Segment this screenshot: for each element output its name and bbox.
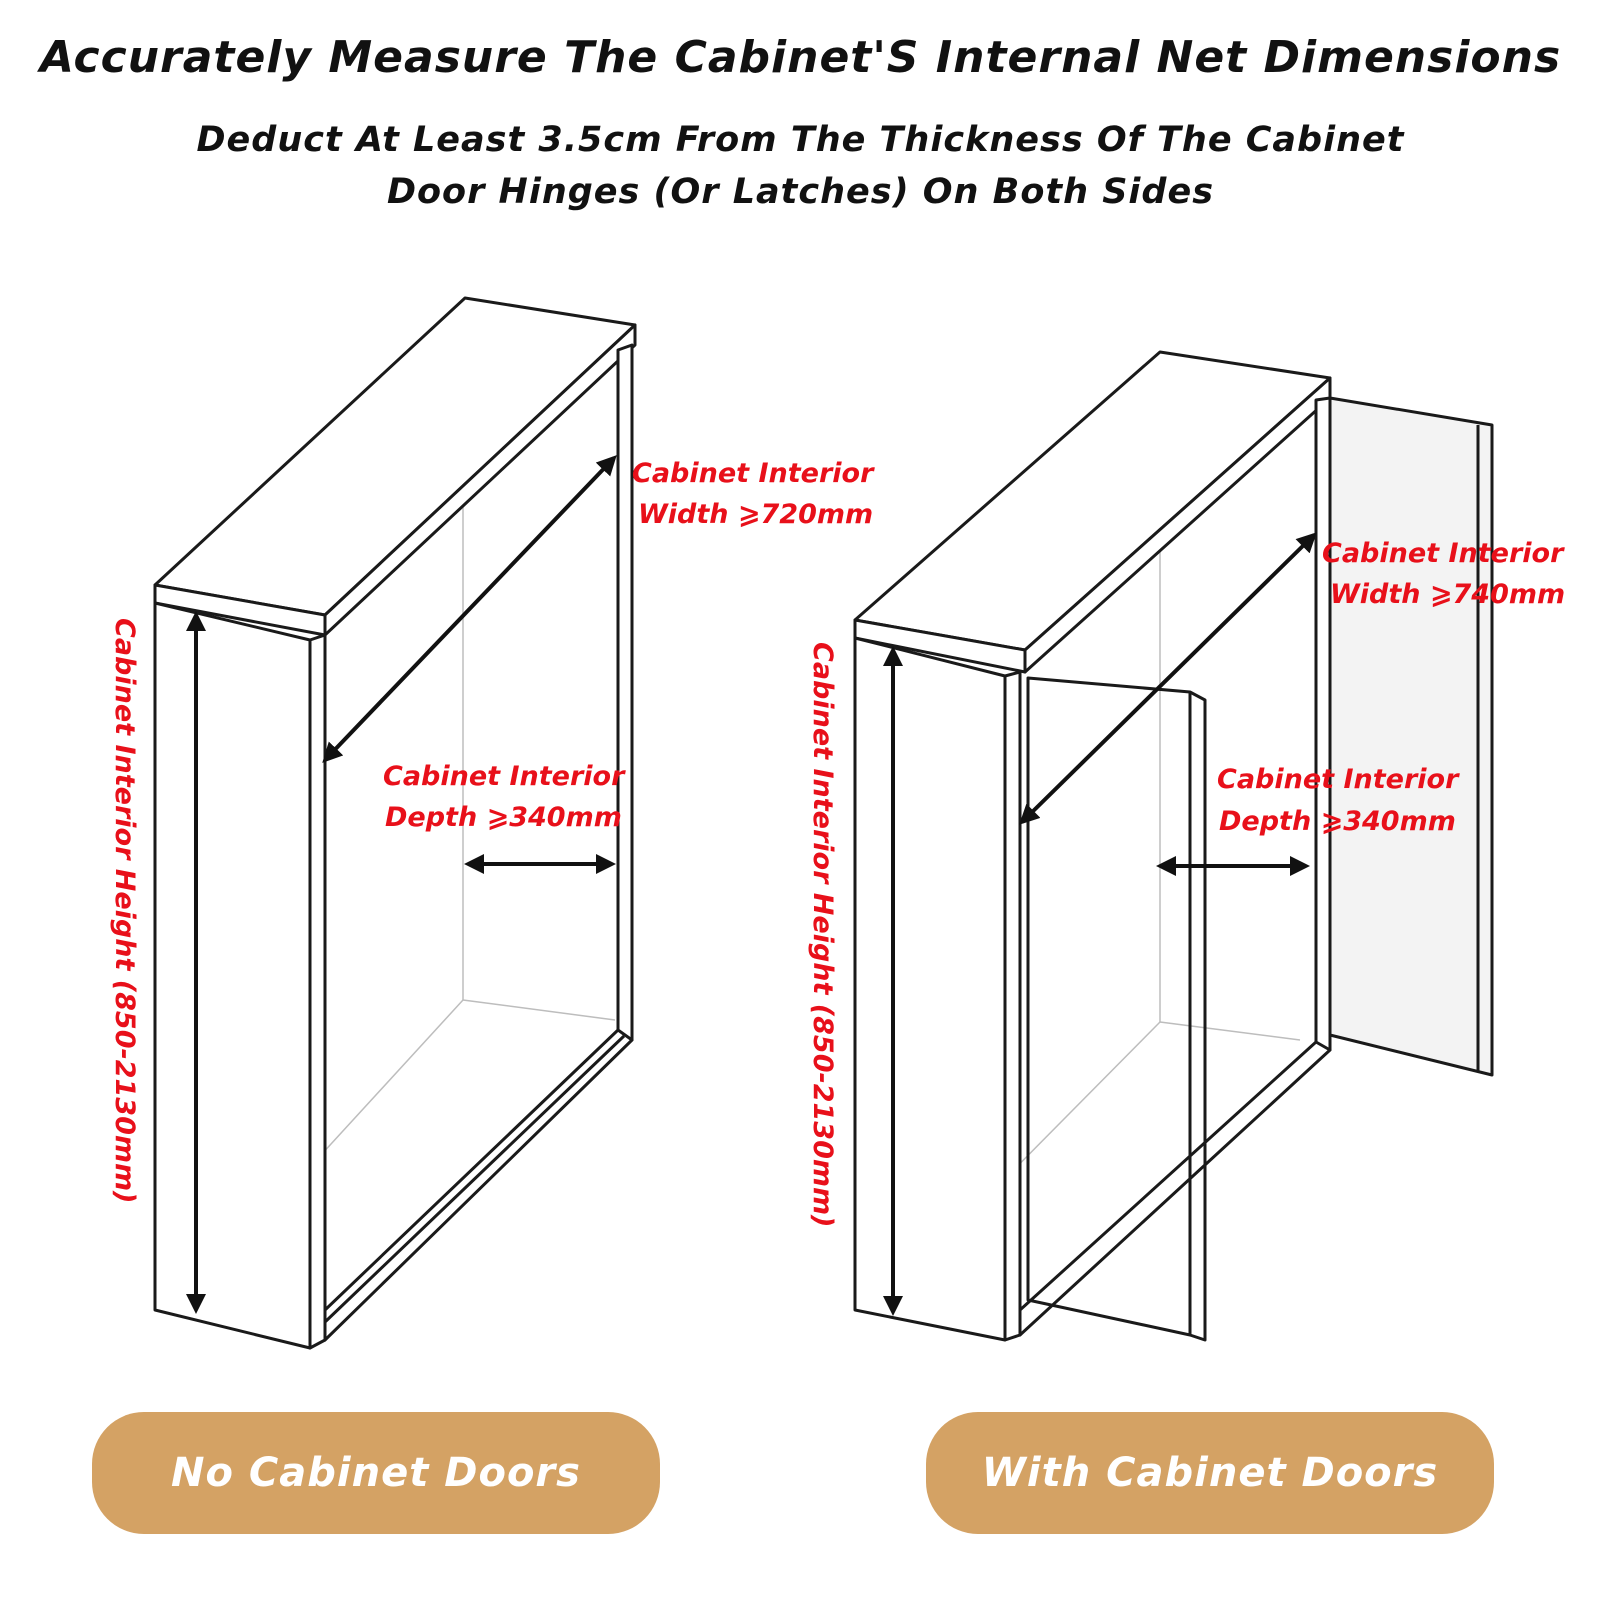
left-depth-label-line2: Depth ⩾340mm [385, 802, 622, 833]
right-open-door [1328, 396, 1494, 1077]
right-width-arrow [1019, 532, 1317, 825]
right-depth-label-line2: Depth ⩾340mm [1219, 806, 1456, 837]
right-left-side-panel [853, 636, 1007, 1342]
no-cabinet-doors-badge: No Cabinet Doors [92, 1412, 660, 1534]
left-side-panel [153, 601, 312, 1350]
right-cabinet [853, 350, 1494, 1342]
bottom-board [323, 1028, 634, 1342]
left-side-panel-edge [308, 633, 327, 1350]
right-depth-label-line1: Cabinet Interior [1217, 764, 1460, 795]
left-cabinet [153, 296, 637, 1350]
left-width-label-line1: Cabinet Interior [632, 458, 875, 489]
left-height-label: Cabinet Interior Height (850-2130mm) [109, 618, 140, 1203]
right-height-label: Cabinet Interior Height (850-2130mm) [807, 642, 838, 1227]
page-title: Accurately Measure The Cabinet'S Interna… [39, 32, 1562, 83]
subtitle-line-2: Door Hinges (Or Latches) On Both Sides [386, 172, 1215, 212]
right-right-side-panel [1314, 396, 1332, 1057]
left-depth-label-line1: Cabinet Interior [383, 761, 626, 792]
with-cabinet-doors-badge: With Cabinet Doors [926, 1412, 1494, 1534]
right-side-panel [616, 343, 634, 1047]
left-width-arrow [322, 455, 617, 763]
left-arrows [186, 455, 617, 1314]
right-bottom-board [1018, 1040, 1332, 1337]
right-width-label-line2: Width ⩾740mm [1330, 579, 1565, 610]
subtitle-line-1: Deduct At Least 3.5cm From The Thickness… [196, 120, 1405, 160]
right-left-side-edge [1003, 670, 1022, 1342]
right-arrows [883, 532, 1317, 1316]
right-width-label-line1: Cabinet Interior [1322, 538, 1565, 569]
left-width-label-line2: Width ⩾720mm [638, 499, 873, 530]
